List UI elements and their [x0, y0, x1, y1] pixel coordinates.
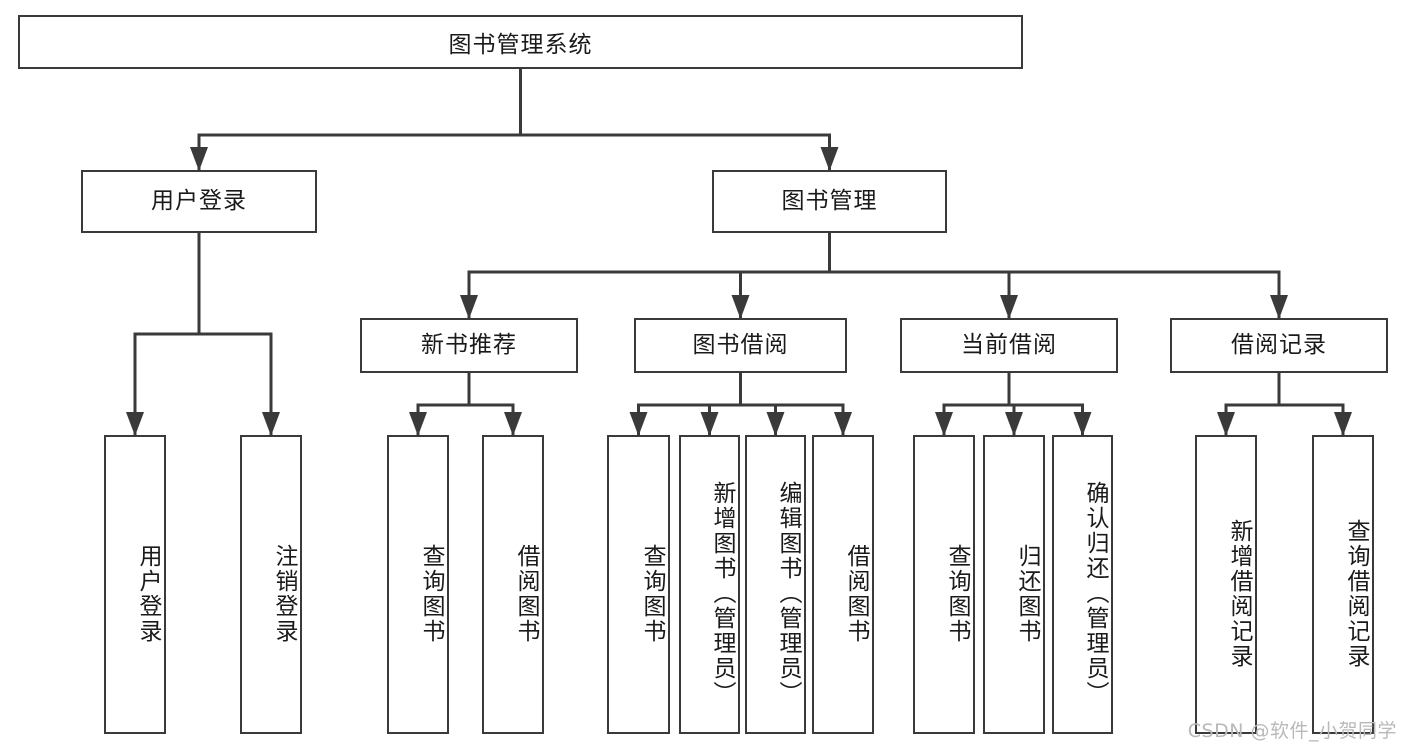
- csdn-watermark: CSDN @软件_小贺同学: [1187, 720, 1397, 742]
- node-book-borrow[interactable]: 图书借阅: [634, 318, 847, 373]
- node-current-borrow[interactable]: 当前借阅: [900, 318, 1118, 373]
- node-leaf-logout[interactable]: 注销登录: [240, 435, 302, 734]
- node-leaf-query-book-rec[interactable]: 查询图书: [387, 435, 449, 734]
- node-leaf-query-book-rec-label: 查询图书: [418, 543, 444, 644]
- node-root[interactable]: 图书管理系统: [18, 15, 1023, 69]
- node-leaf-borrow-book-rec[interactable]: 借阅图书: [482, 435, 544, 734]
- node-leaf-add-book[interactable]: 新增图书（管理员）: [679, 435, 740, 734]
- node-leaf-query-record[interactable]: 查询借阅记录: [1312, 435, 1374, 734]
- node-leaf-query-record-label: 查询借阅记录: [1343, 518, 1369, 669]
- node-leaf-edit-book-label: 编辑图书（管理员）: [775, 481, 801, 706]
- node-book-borrow-label: 图书借阅: [692, 331, 789, 358]
- node-user-login-label: 用户登录: [151, 187, 247, 214]
- node-leaf-query-book-borrow-label: 查询图书: [639, 543, 665, 644]
- node-leaf-return-book[interactable]: 归还图书: [983, 435, 1045, 734]
- node-leaf-borrow-book[interactable]: 借阅图书: [812, 435, 874, 734]
- node-leaf-user-login[interactable]: 用户登录: [104, 435, 166, 734]
- node-leaf-edit-book[interactable]: 编辑图书（管理员）: [745, 435, 806, 734]
- node-book-manage-label: 图书管理: [781, 187, 878, 214]
- node-leaf-add-book-label: 新增图书（管理员）: [709, 481, 735, 706]
- node-leaf-add-record[interactable]: 新增借阅记录: [1195, 435, 1257, 734]
- node-leaf-add-record-label: 新增借阅记录: [1226, 518, 1252, 669]
- node-current-borrow-label: 当前借阅: [961, 331, 1057, 358]
- node-new-book-rec-label: 新书推荐: [421, 331, 517, 358]
- node-leaf-user-login-label: 用户登录: [135, 543, 161, 644]
- node-leaf-query-book-cur[interactable]: 查询图书: [913, 435, 975, 734]
- node-leaf-return-book-label: 归还图书: [1014, 543, 1040, 644]
- node-leaf-borrow-book-rec-label: 借阅图书: [513, 543, 539, 644]
- node-leaf-borrow-book-label: 借阅图书: [843, 543, 869, 644]
- node-borrow-record-label: 借阅记录: [1231, 331, 1327, 358]
- node-leaf-confirm-return-label: 确认归还（管理员）: [1082, 481, 1108, 706]
- node-new-book-rec[interactable]: 新书推荐: [360, 318, 578, 373]
- node-leaf-query-book-cur-label: 查询图书: [944, 543, 970, 644]
- node-leaf-query-book-borrow[interactable]: 查询图书: [607, 435, 670, 734]
- node-leaf-confirm-return[interactable]: 确认归还（管理员）: [1052, 435, 1113, 734]
- node-root-label: 图书管理系统: [448, 32, 593, 58]
- node-book-manage[interactable]: 图书管理: [712, 170, 947, 233]
- node-borrow-record[interactable]: 借阅记录: [1170, 318, 1388, 373]
- node-leaf-logout-label: 注销登录: [271, 543, 297, 644]
- node-user-login[interactable]: 用户登录: [81, 170, 317, 233]
